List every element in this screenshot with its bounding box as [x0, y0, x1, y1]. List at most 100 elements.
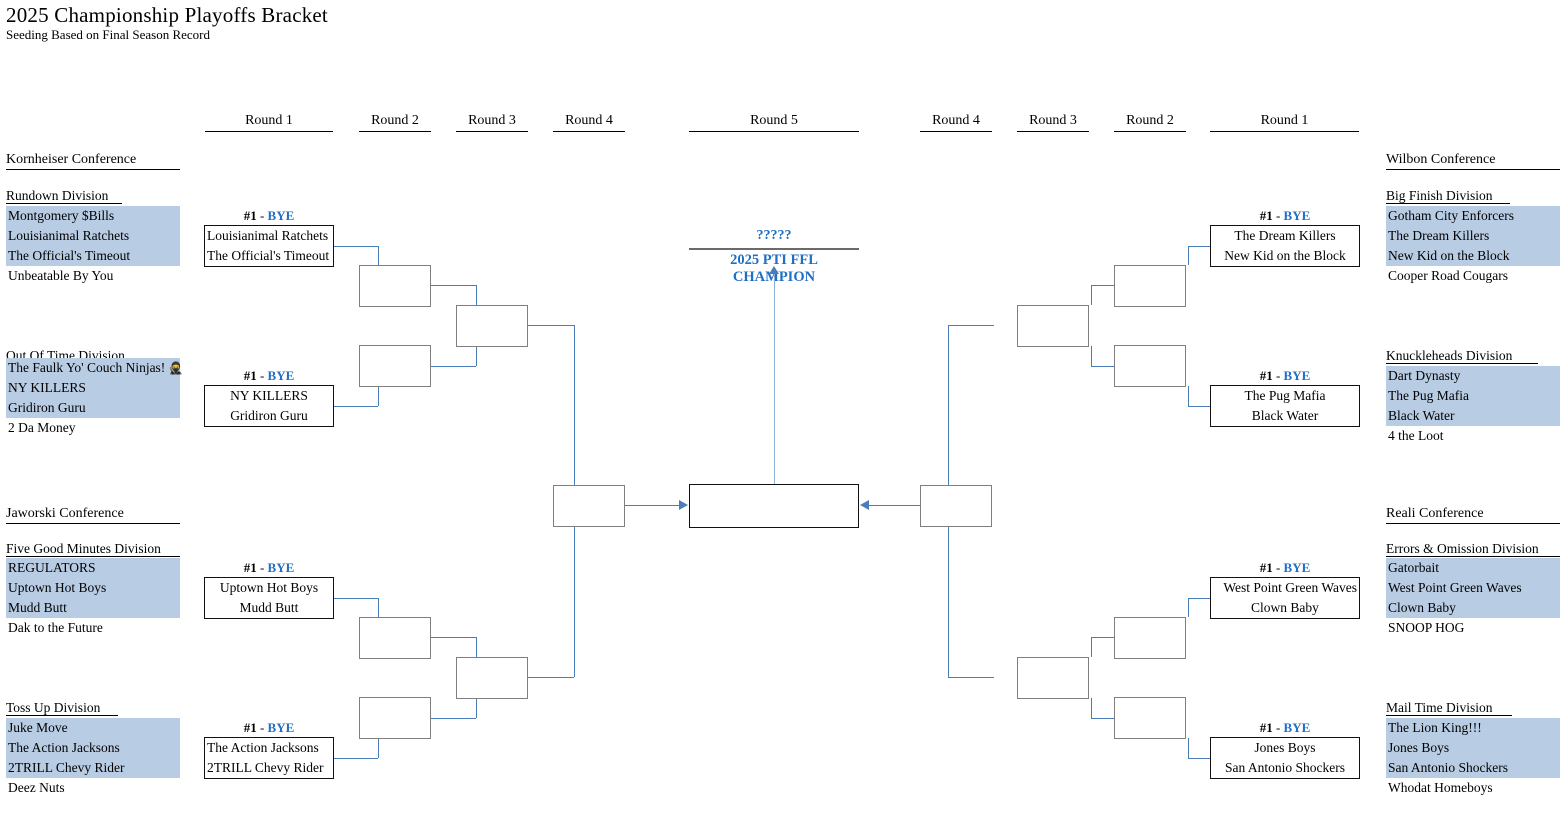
connector-line — [1188, 598, 1189, 617]
round-header-left-1: Round 1 — [205, 113, 333, 132]
match-box-right-r1-2[interactable]: #1 - BYE The Pug Mafia Black Water — [1210, 368, 1360, 427]
seed-dash: - — [259, 208, 265, 223]
match-slot: Mudd Butt — [239, 600, 299, 615]
list-item: Deez Nuts — [8, 780, 65, 795]
match-box-right-r2-3[interactable] — [1114, 617, 1186, 659]
match-slot: The Official's Timeout — [207, 248, 330, 263]
connector-line — [1091, 285, 1092, 305]
connector-line — [774, 272, 775, 484]
list-item-label: The Faulk Yo' Couch Ninjas! — [8, 360, 166, 375]
match-box-left-r3-1[interactable] — [456, 305, 528, 347]
seed-number: #1 — [243, 208, 257, 223]
team-list-errors-omission: Gatorbait West Point Green Waves Clown B… — [1386, 558, 1560, 638]
seed-dash: - — [1275, 208, 1281, 223]
match-box-right-r2-2[interactable] — [1114, 345, 1186, 387]
connector-line — [1091, 698, 1092, 718]
team-list-big-finish: Gotham City Enforcers The Dream Killers … — [1386, 206, 1560, 286]
match-box-left-r2-2[interactable] — [359, 345, 431, 387]
match-box-left-r2-1[interactable] — [359, 265, 431, 307]
arrow-left-icon — [860, 500, 869, 510]
match-slot: NY KILLERS — [230, 388, 308, 403]
ninja-icon: 🥷 — [168, 361, 184, 375]
match-slot: Gridiron Guru — [230, 408, 308, 423]
match-box-left-r1-3[interactable]: #1 - BYE Uptown Hot Boys Mudd Butt — [204, 560, 334, 619]
match-slot: New Kid on the Block — [1224, 248, 1346, 263]
arrow-up-icon — [769, 266, 779, 274]
page-title: 2025 Championship Playoffs Bracket — [6, 3, 328, 27]
seed-number: #1 — [243, 560, 257, 575]
match-box-right-r1-4[interactable]: #1 - BYE Jones Boys San Antonio Shockers — [1210, 720, 1360, 779]
match-box-right-r2-1[interactable] — [1114, 265, 1186, 307]
match-box-left-r2-4[interactable] — [359, 697, 431, 739]
division-heading-five-good-minutes: Five Good Minutes Division — [6, 541, 180, 557]
match-box-right-r1-1[interactable]: #1 - BYE The Dream Killers New Kid on th… — [1210, 208, 1360, 267]
list-item: Juke Move — [6, 718, 180, 738]
match-box-left-r1-4[interactable]: #1 - BYE The Action Jacksons 2TRILL Chev… — [204, 720, 334, 779]
arrow-right-icon — [679, 500, 688, 510]
connector-line — [431, 718, 476, 719]
bye-label: BYE — [267, 208, 295, 223]
list-item: Unbeatable By You — [8, 268, 114, 283]
list-item: Mudd Butt — [6, 598, 180, 618]
conference-heading-jaworski: Jaworski Conference — [6, 506, 180, 524]
team-list-knuckleheads: Dart Dynasty The Pug Mafia Black Water 4… — [1386, 366, 1560, 446]
match-box-right-r3-2[interactable] — [1017, 657, 1089, 699]
connector-line — [1091, 637, 1136, 638]
connector-line — [476, 346, 477, 366]
list-item: 4 the Loot — [1388, 428, 1444, 443]
list-item: West Point Green Waves — [1386, 578, 1560, 598]
match-slot: Louisianimal Ratchets — [207, 228, 329, 243]
connector-line — [1091, 346, 1092, 366]
connector-line — [625, 505, 683, 506]
match-box-left-r1-2[interactable]: #1 - BYE NY KILLERS Gridiron Guru — [204, 368, 334, 427]
round-header-center-5: Round 5 — [689, 113, 859, 132]
match-slot: San Antonio Shockers — [1225, 760, 1345, 775]
connector-line — [948, 677, 994, 678]
division-heading-big-finish: Big Finish Division — [1386, 188, 1510, 204]
seed-dash: - — [1275, 720, 1281, 735]
list-item: SNOOP HOG — [1388, 620, 1465, 635]
seed-number: #1 — [1259, 208, 1273, 223]
team-list-rundown: Montgomery $Bills Louisianimal Ratchets … — [6, 206, 180, 286]
round-header-right-3: Round 3 — [1017, 113, 1089, 132]
match-box-right-r3-1[interactable] — [1017, 305, 1089, 347]
division-heading-rundown: Rundown Division — [6, 188, 122, 204]
bye-label: BYE — [267, 720, 295, 735]
seed-dash: - — [259, 560, 265, 575]
connector-line — [1091, 366, 1136, 367]
match-box-left-r4-1[interactable] — [553, 485, 625, 527]
list-item: 2 Da Money — [8, 420, 76, 435]
connector-line — [948, 525, 949, 677]
list-item: Jones Boys — [1386, 738, 1560, 758]
connector-line — [334, 246, 378, 247]
seed-number: #1 — [1259, 720, 1273, 735]
seed-number: #1 — [243, 368, 257, 383]
list-item: The Dream Killers — [1386, 226, 1560, 246]
list-item: Louisianimal Ratchets — [6, 226, 180, 246]
match-slot: The Action Jacksons — [207, 740, 319, 755]
team-list-five-good-minutes: REGULATORS Uptown Hot Boys Mudd Butt Dak… — [6, 558, 180, 638]
connector-line — [378, 246, 379, 265]
match-box-right-r1-3[interactable]: #1 - BYE West Point Green Waves Clown Ba… — [1210, 560, 1360, 619]
match-box-left-r2-3[interactable] — [359, 617, 431, 659]
list-item: San Antonio Shockers — [1386, 758, 1560, 778]
champion-placeholder: ????? — [756, 228, 792, 243]
match-box-right-r2-4[interactable] — [1114, 697, 1186, 739]
conference-heading-wilbon: Wilbon Conference — [1386, 152, 1560, 170]
bye-label: BYE — [1283, 208, 1311, 223]
seed-label-right-r1-4: #1 - BYE — [1211, 720, 1359, 736]
list-item: Black Water — [1386, 406, 1560, 426]
champion-label: 2025 PTI FFL CHAMPION — [689, 248, 859, 286]
match-box-final-champion[interactable] — [689, 484, 859, 528]
bye-label: BYE — [1283, 560, 1311, 575]
connector-line — [334, 406, 378, 407]
round-header-left-4: Round 4 — [553, 113, 625, 132]
seed-label-left-r1-1: #1 - BYE — [205, 208, 333, 224]
match-box-right-r4-1[interactable] — [920, 485, 992, 527]
list-item: New Kid on the Block — [1386, 246, 1560, 266]
match-box-left-r1-1[interactable]: #1 - BYE Louisianimal Ratchets The Offic… — [204, 208, 334, 267]
round-header-left-2: Round 2 — [359, 113, 431, 132]
seed-label-left-r1-4: #1 - BYE — [205, 720, 333, 736]
match-box-left-r3-2[interactable] — [456, 657, 528, 699]
list-item: Cooper Road Cougars — [1388, 268, 1508, 283]
